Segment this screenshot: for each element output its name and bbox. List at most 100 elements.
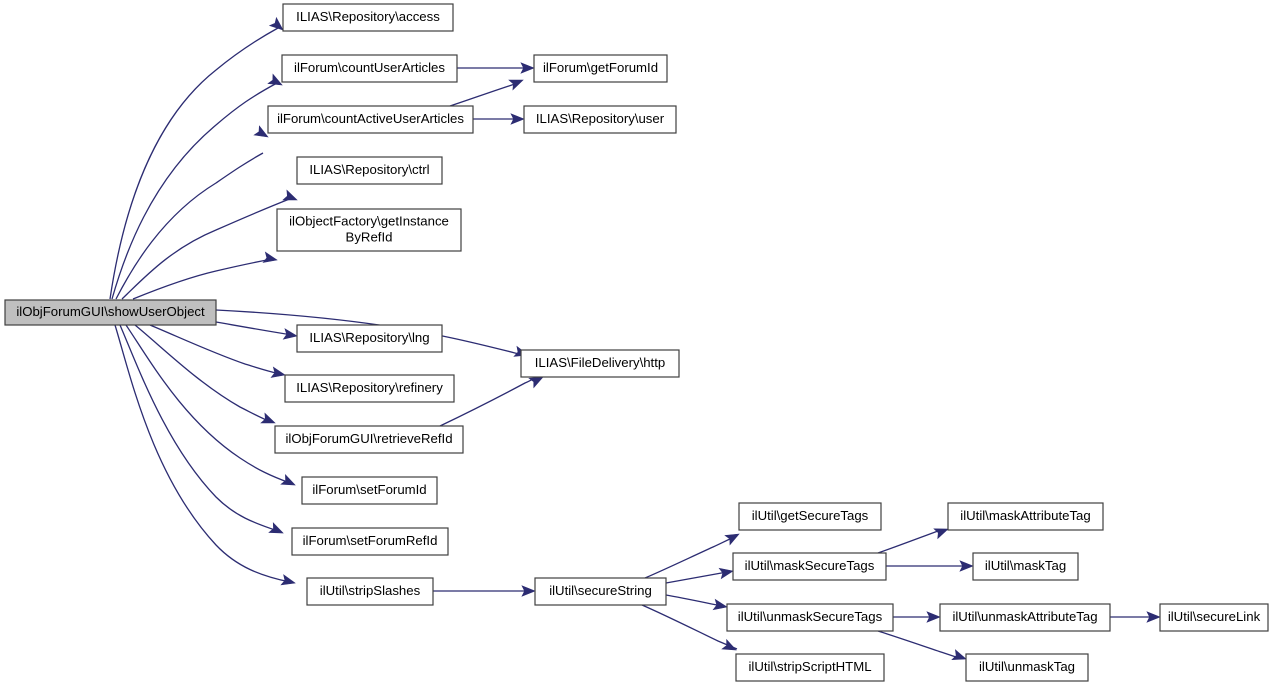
arrowhead-icon <box>267 73 283 86</box>
arrowhead-icon <box>510 113 525 125</box>
node-box[interactable] <box>738 502 882 531</box>
edges-layer <box>109 27 1155 659</box>
arrowhead-icon <box>718 567 734 580</box>
graph-node-ilutil-stripslashes[interactable]: ilUtil\stripSlashes <box>306 577 434 606</box>
node-label: ilUtil\maskAttributeTag <box>960 508 1090 523</box>
edge-n0-to-n3 <box>115 152 264 300</box>
nodes-layer: ilObjForumGUI\showUserObjectILIAS\Reposi… <box>4 3 1269 682</box>
arrowhead-icon <box>268 522 284 534</box>
edge-n0-to-n9 <box>125 324 291 484</box>
graph-node-ilutil-stripscripthtml[interactable]: ilUtil\stripScriptHTML <box>735 653 885 682</box>
arrowhead-icon <box>521 585 536 597</box>
graph-node-ilutil-getsecuretags[interactable]: ilUtil\getSecureTags <box>738 502 882 531</box>
edge-n15-to-n17 <box>665 571 728 584</box>
node-label: ilForum\setForumId <box>312 482 426 497</box>
node-box[interactable] <box>1159 603 1269 632</box>
arrowhead-icon <box>959 560 974 572</box>
edge-n0-to-n6 <box>215 321 293 336</box>
node-box[interactable] <box>267 105 474 134</box>
graph-node-ilforum-setforumrefid[interactable]: ilForum\setForumRefId <box>291 527 449 556</box>
node-box[interactable] <box>523 105 677 134</box>
graph-node-ilias-repository-access[interactable]: ILIAS\Repository\access <box>282 3 454 32</box>
graph-node-ilias-repository-user[interactable]: ILIAS\Repository\user <box>523 105 677 134</box>
node-box[interactable] <box>939 603 1111 632</box>
arrowhead-icon <box>520 62 535 74</box>
node-box[interactable] <box>972 552 1079 581</box>
node-box[interactable] <box>520 349 680 378</box>
node-box[interactable] <box>735 653 885 682</box>
graph-node-ilutil-maskattributetag[interactable]: ilUtil\maskAttributeTag <box>947 502 1104 531</box>
arrowhead-icon <box>528 376 544 389</box>
node-label: ilUtil\stripScriptHTML <box>748 659 871 674</box>
node-label: ilForum\countUserArticles <box>294 60 445 75</box>
graph-node-ilias-repository-ctrl[interactable]: ILIAS\Repository\ctrl <box>296 156 443 185</box>
node-label: ilUtil\secureString <box>549 583 652 598</box>
node-box[interactable] <box>276 208 462 252</box>
node-box[interactable] <box>296 156 443 185</box>
graph-node-ilias-repository-refinery[interactable]: ILIAS\Repository\refinery <box>284 374 455 403</box>
edge-n0-to-n10 <box>119 324 279 532</box>
node-box[interactable] <box>296 324 443 353</box>
node-box[interactable] <box>726 603 894 632</box>
graph-node-ilobjforumgui-retrieverefid[interactable]: ilObjForumGUI\retrieveRefId <box>274 425 464 454</box>
node-label: ilUtil\unmaskAttributeTag <box>952 609 1097 624</box>
node-label: ByRefId <box>346 229 393 244</box>
graph-node-ilforum-getforumid[interactable]: ilForum\getForumId <box>533 54 668 83</box>
graph-node-ilutil-unmaskattributetag[interactable]: ilUtil\unmaskAttributeTag <box>939 603 1111 632</box>
node-box[interactable] <box>533 54 668 83</box>
node-label: ILIAS\FileDelivery\http <box>535 355 665 370</box>
node-label: ilObjForumGUI\retrieveRefId <box>285 431 452 446</box>
node-box[interactable] <box>281 54 458 83</box>
arrowhead-icon <box>280 474 296 486</box>
edge-n15-to-n19 <box>641 604 738 650</box>
graph-node-ilutil-unmasktag[interactable]: ilUtil\unmaskTag <box>965 653 1089 682</box>
node-label: ILIAS\Repository\access <box>296 9 440 24</box>
graph-node-ilobjforumgui-showuserobject[interactable]: ilObjForumGUI\showUserObject <box>4 299 217 326</box>
graph-node-ilforum-countuserarticles[interactable]: ilForum\countUserArticles <box>281 54 458 83</box>
graph-node-ilias-filedelivery-http[interactable]: ILIAS\FileDelivery\http <box>520 349 680 378</box>
arrowhead-icon <box>268 16 284 31</box>
graph-node-ilutil-masksecuretags[interactable]: ilUtil\maskSecureTags <box>732 552 887 581</box>
graph-node-ilforum-countactiveuserarticles[interactable]: ilForum\countActiveUserArticles <box>267 105 474 134</box>
node-box[interactable] <box>965 653 1089 682</box>
node-label: ILIAS\Repository\lng <box>309 330 429 345</box>
graph-node-ilutil-securestring[interactable]: ilUtil\secureString <box>534 577 667 606</box>
arrowhead-icon <box>508 79 524 91</box>
graph-node-ilias-repository-lng[interactable]: ILIAS\Repository\lng <box>296 324 443 353</box>
node-box[interactable] <box>274 425 464 454</box>
graph-node-ilutil-masktag[interactable]: ilUtil\maskTag <box>972 552 1079 581</box>
graph-node-ilutil-unmasksecuretags[interactable]: ilUtil\unmaskSecureTags <box>726 603 894 632</box>
edge-n0-to-n4 <box>121 197 293 300</box>
arrowhead-icon <box>253 125 269 138</box>
graph-node-ilforum-setforumid[interactable]: ilForum\setForumId <box>301 476 438 505</box>
node-box[interactable] <box>534 577 667 606</box>
node-label: ilUtil\stripSlashes <box>320 583 421 598</box>
node-box[interactable] <box>732 552 887 581</box>
edge-n15-to-n18 <box>665 594 723 607</box>
node-label: ilForum\countActiveUserArticles <box>277 111 464 126</box>
node-label: ilUtil\unmaskTag <box>979 659 1075 674</box>
node-label: ilObjectFactory\getInstance <box>289 213 449 228</box>
edge-n17-to-n20 <box>877 530 939 554</box>
node-box[interactable] <box>282 3 454 32</box>
node-box[interactable] <box>947 502 1104 531</box>
node-box[interactable] <box>4 299 217 326</box>
node-box[interactable] <box>291 527 449 556</box>
node-label: ilForum\setForumRefId <box>303 533 438 548</box>
node-label: ilForum\getForumId <box>543 60 658 75</box>
node-label: ilUtil\getSecureTags <box>752 508 869 523</box>
edge-n0-to-n7 <box>149 324 281 375</box>
edge-n0-to-n5 <box>132 258 273 300</box>
arrowhead-icon <box>262 251 278 263</box>
arrowhead-icon <box>280 574 296 586</box>
node-box[interactable] <box>306 577 434 606</box>
node-box[interactable] <box>284 374 455 403</box>
arrowhead-icon <box>926 611 941 623</box>
arrowhead-icon <box>282 189 298 201</box>
arrowhead-icon <box>933 528 949 540</box>
edge-n0-to-n2 <box>111 82 278 300</box>
graph-node-ilutil-securelink[interactable]: ilUtil\secureLink <box>1159 603 1269 632</box>
node-box[interactable] <box>301 476 438 505</box>
